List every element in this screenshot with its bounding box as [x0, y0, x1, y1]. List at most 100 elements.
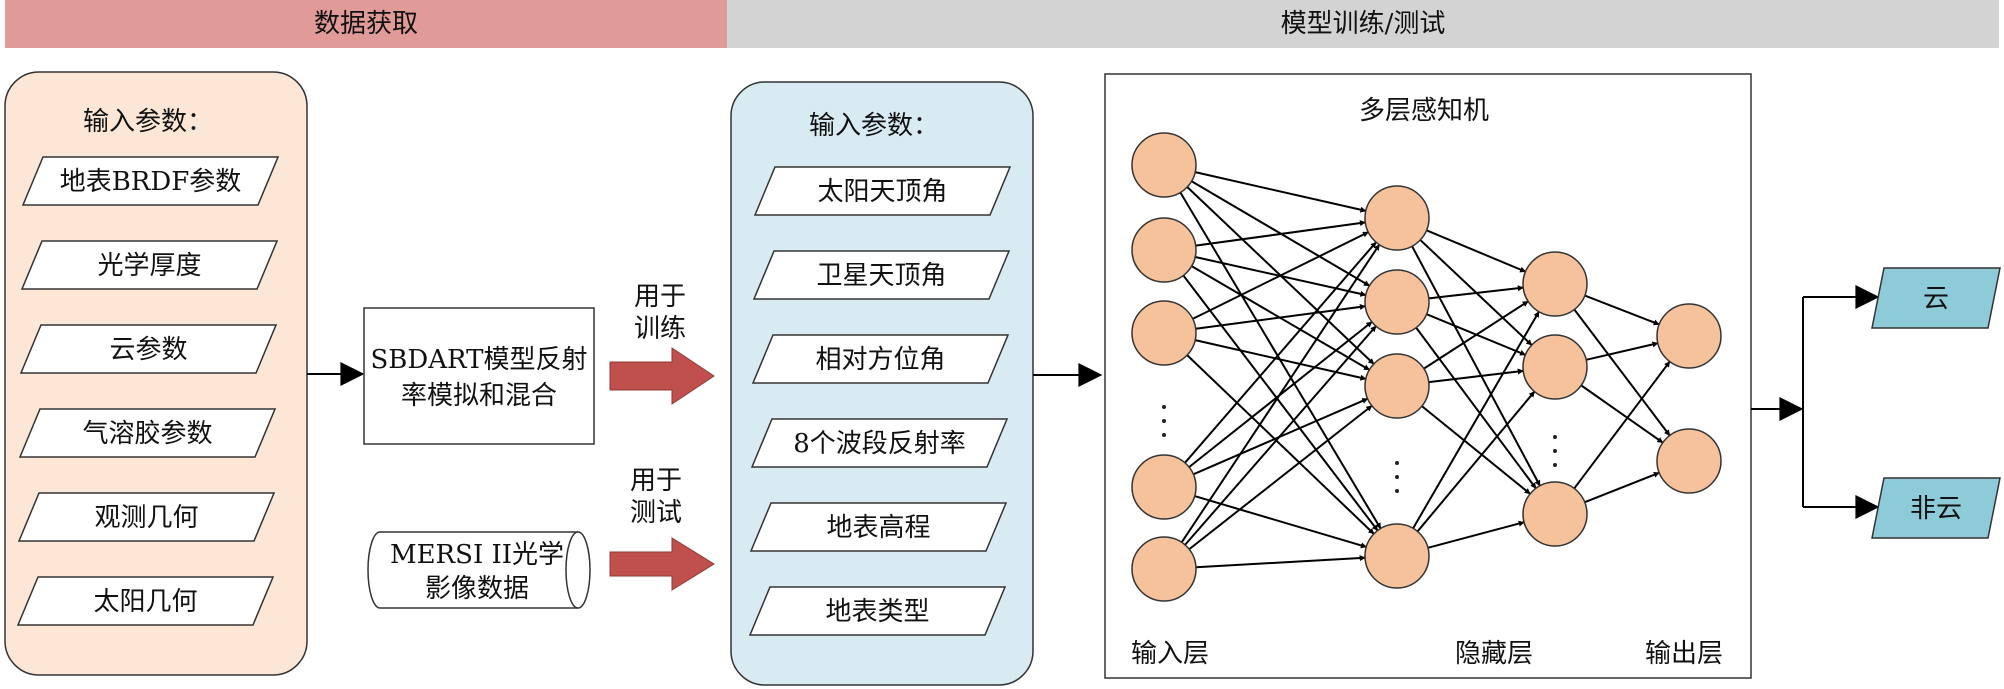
mlp-connection [1184, 325, 1377, 546]
ellipsis-dot [1553, 435, 1557, 439]
left-param-item: 云参数 [19, 324, 278, 374]
left-param-item: 观测几何 [17, 492, 276, 542]
left-param-item: 地表BRDF参数 [21, 156, 280, 206]
left-param-item-label: 气溶胶参数 [82, 419, 212, 449]
mlp-connection [1573, 360, 1671, 490]
ellipsis-dot [1162, 419, 1166, 423]
mlp-connection [1585, 341, 1659, 361]
mlp-connection [1416, 390, 1536, 533]
mlp-node-hidden2 [1522, 251, 1588, 317]
mlp-node-hidden1 [1364, 269, 1430, 335]
mlp-hidden-layer-label: 隐藏层 [1455, 639, 1533, 669]
mlp-panel: 多层感知机 输入层 隐藏层 输出层 [1104, 73, 1752, 679]
mlp-connection [1411, 245, 1541, 487]
left-param-item-label: 太阳几何 [93, 587, 197, 617]
output-cloud: 云 [1871, 267, 2001, 329]
mid-param-item-label: 地表高程 [826, 513, 930, 543]
mlp-connection [1195, 220, 1366, 247]
left-param-item-label: 云参数 [109, 335, 187, 365]
ellipsis-dot [1162, 433, 1166, 437]
left-panel-title: 输入参数： [83, 107, 213, 137]
output-noncloud: 非云 [1871, 477, 2001, 539]
ellipsis-dot [1395, 475, 1399, 479]
left-param-item-label: 光学厚度 [97, 251, 201, 281]
mlp-node-hidden1 [1364, 353, 1430, 419]
mlp-connection [1426, 229, 1527, 273]
mlp-input-layer-label: 输入层 [1131, 639, 1209, 669]
output-noncloud-label: 非云 [1910, 494, 1962, 524]
test-arrow-group: 用于 测试 [609, 466, 715, 591]
test-label-line2: 测试 [630, 498, 682, 528]
ellipsis-dot [1162, 405, 1166, 409]
mlp-connection [1180, 244, 1381, 543]
ellipsis-dot [1553, 463, 1557, 467]
mid-param-item: 卫星天顶角 [752, 250, 1011, 300]
mlp-node-hidden2 [1522, 334, 1588, 400]
mid-param-item: 地表类型 [748, 586, 1007, 636]
mlp-node-input [1131, 132, 1197, 198]
sbdart-line2: 率模拟和混合 [401, 381, 557, 411]
left-param-item-label: 观测几何 [94, 503, 198, 533]
mid-param-item: 地表高程 [749, 502, 1008, 552]
test-red-arrow [609, 537, 715, 591]
mlp-output-layer-label: 输出层 [1645, 639, 1723, 669]
mlp-connection [1427, 520, 1525, 549]
mlp-connection [1421, 405, 1531, 495]
mlp-node-hidden2 [1522, 481, 1588, 547]
header-right-band [727, 0, 1999, 48]
mlp-connection [1194, 339, 1367, 381]
output-branch [1751, 285, 1880, 519]
ellipsis-dot [1395, 489, 1399, 493]
mid-param-item-label: 相对方位角 [815, 345, 945, 375]
mlp-connection [1423, 300, 1529, 370]
train-label-line1: 用于 [634, 282, 686, 312]
header: 数据获取 模型训练/测试 [5, 0, 1999, 48]
left-param-item: 气溶胶参数 [18, 408, 277, 458]
mlp-node-input [1131, 300, 1197, 366]
header-left-label: 数据获取 [314, 9, 418, 39]
mid-param-item: 太阳天顶角 [753, 166, 1012, 216]
sbdart-simulation-box: SBDART模型反射 率模拟和混合 [363, 307, 595, 445]
train-red-arrow [609, 347, 715, 405]
mid-param-item: 8个波段反射率 [750, 418, 1009, 468]
mlp-node-hidden1 [1364, 185, 1430, 251]
mlp-connection [1192, 231, 1369, 320]
mlp-connection [1584, 471, 1660, 504]
mlp-connection [1186, 354, 1375, 535]
train-label-line2: 训练 [634, 314, 686, 344]
mlp-connection [1584, 294, 1660, 326]
output-cloud-label: 云 [1923, 284, 1949, 314]
left-param-item-label: 地表BRDF参数 [60, 167, 242, 197]
mersi-line2: 影像数据 [425, 574, 529, 604]
mlp-connection [1428, 368, 1524, 384]
ellipsis-dot [1395, 461, 1399, 465]
header-right-label: 模型训练/测试 [1281, 9, 1446, 39]
mlp-connection [1194, 495, 1367, 549]
mlp-connection [1194, 171, 1367, 213]
mid-param-item-label: 地表类型 [825, 597, 929, 627]
mid-param-item-label: 8个波段反射率 [793, 429, 966, 459]
train-arrow-group: 用于 训练 [609, 282, 715, 405]
mlp-connection [1428, 285, 1524, 300]
mlp-node-output [1656, 428, 1722, 494]
mlp-title: 多层感知机 [1359, 96, 1489, 126]
ellipsis-dot [1553, 449, 1557, 453]
left-param-item: 太阳几何 [16, 576, 275, 626]
mlp-connection [1573, 308, 1671, 437]
mlp-connection [1412, 311, 1540, 529]
mid-param-item-label: 太阳天顶角 [817, 177, 947, 207]
mlp-connection [1184, 241, 1377, 464]
mid-panel-title: 输入参数： [809, 111, 939, 141]
mlp-connection [1195, 555, 1366, 569]
header-left-band [5, 0, 727, 48]
mersi-line1: MERSI II光学 [390, 540, 564, 570]
mlp-connection [1415, 327, 1537, 489]
test-label-line1: 用于 [630, 466, 682, 496]
mid-param-item-label: 卫星天顶角 [816, 261, 946, 291]
mlp-connection [1182, 274, 1379, 532]
mlp-node-input [1131, 217, 1197, 283]
mlp-node-hidden1 [1364, 523, 1430, 589]
